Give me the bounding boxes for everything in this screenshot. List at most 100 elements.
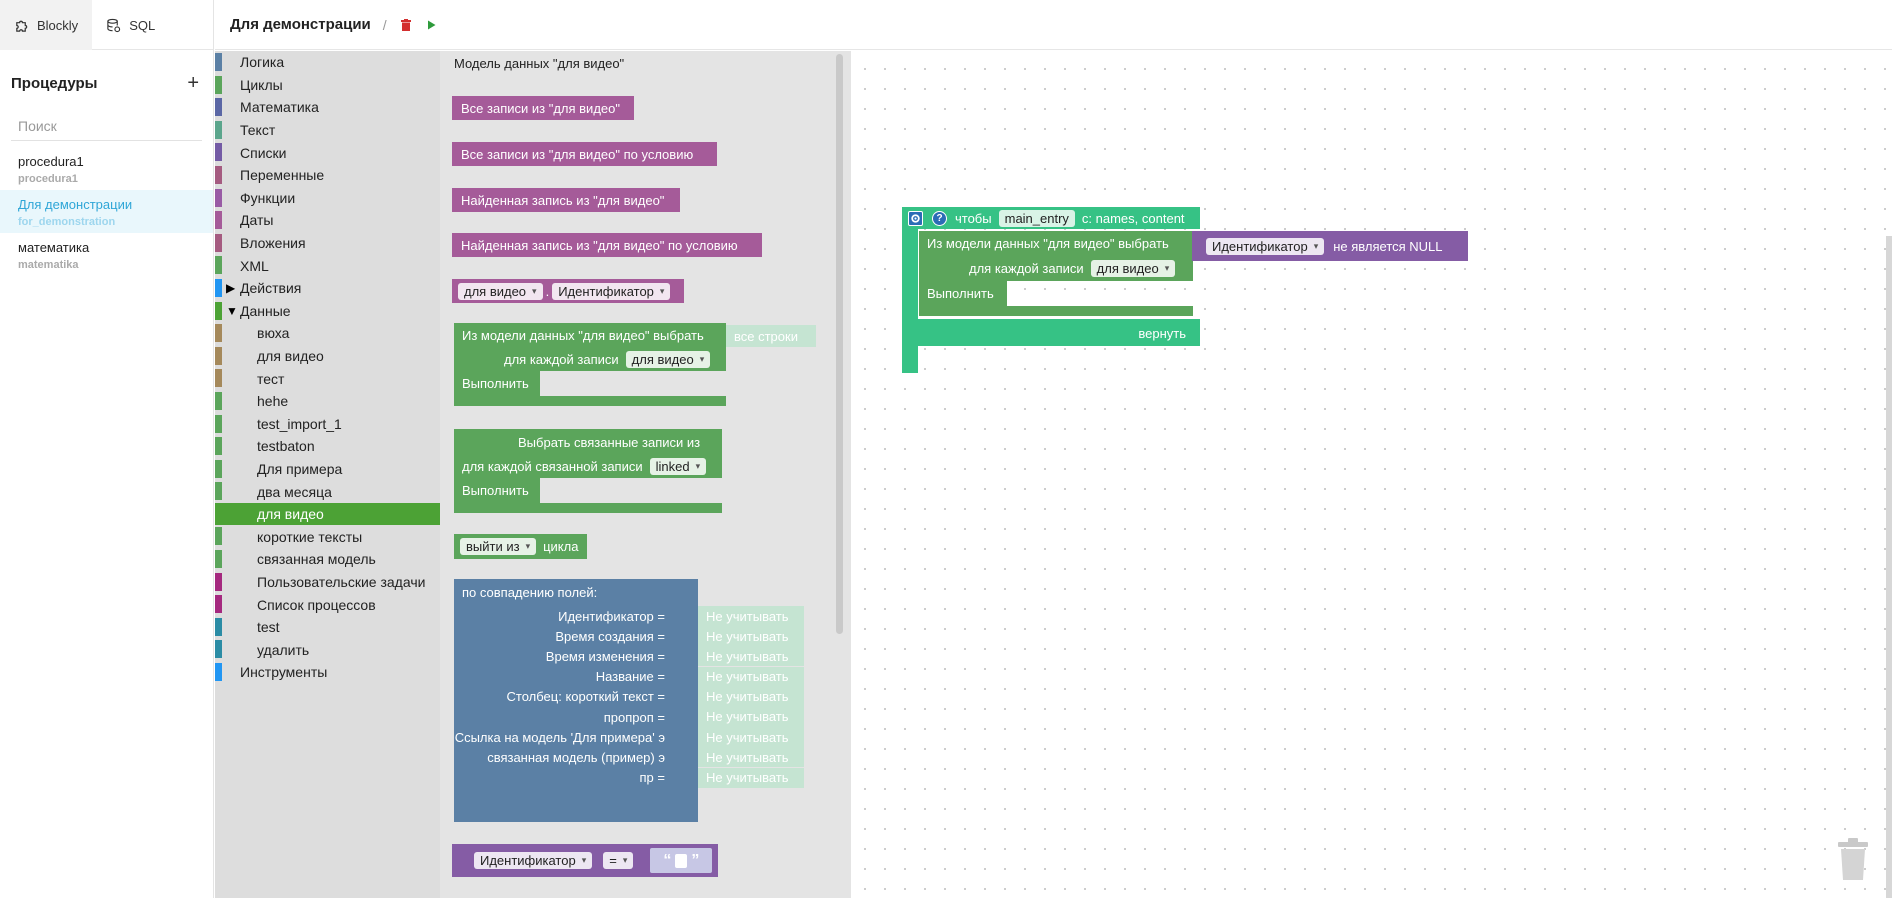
- match-ignore-placeholder[interactable]: Не учитывать: [698, 767, 804, 788]
- toolbox-category[interactable]: Списки: [215, 141, 440, 164]
- match-ignore-placeholder[interactable]: Не учитывать: [698, 727, 804, 748]
- toolbox-category[interactable]: Функции: [215, 187, 440, 210]
- add-procedure-button[interactable]: +: [187, 72, 199, 94]
- foreach-var-dropdown[interactable]: для видео: [625, 351, 711, 368]
- category-label: hehe: [257, 393, 289, 410]
- compare-op-dropdown[interactable]: =: [603, 852, 634, 869]
- block-text: чтобы: [955, 210, 992, 226]
- tab-sql[interactable]: SQL: [92, 0, 169, 50]
- category-label: Данные: [240, 302, 291, 319]
- match-ignore-placeholder[interactable]: Не учитывать: [698, 686, 804, 707]
- toolbox-category[interactable]: Вложения: [215, 232, 440, 255]
- toolbox-category[interactable]: testbaton: [215, 435, 440, 458]
- tab-sql-label: SQL: [129, 17, 156, 33]
- match-ignore-placeholder[interactable]: Не учитывать: [698, 646, 804, 667]
- category-label: test_import_1: [257, 415, 342, 432]
- toolbox-category[interactable]: Даты: [215, 209, 440, 232]
- block-text: Найденная запись из "для видео": [461, 192, 665, 208]
- toolbox-category[interactable]: для видео: [215, 345, 440, 368]
- block-found-record[interactable]: Найденная запись из "для видео": [452, 188, 680, 212]
- toolbox-category[interactable]: Список процессов: [215, 593, 440, 616]
- match-ignore-placeholder[interactable]: Не учитывать: [698, 666, 804, 687]
- toolbox-category[interactable]: Для примера: [215, 458, 440, 481]
- match-field-label: Столбец: короткий текст =: [506, 689, 665, 705]
- toolbox-category[interactable]: XML: [215, 254, 440, 277]
- field-dropdown[interactable]: Идентификатор: [552, 282, 671, 300]
- toolbox-category[interactable]: связанная модель: [215, 548, 440, 571]
- toolbox-category[interactable]: Переменные: [215, 164, 440, 187]
- toolbox-category[interactable]: ▶Действия: [215, 277, 440, 300]
- gear-icon[interactable]: [908, 210, 923, 226]
- trash-can-icon[interactable]: [1836, 838, 1870, 882]
- compare-field-dropdown[interactable]: Идентификатор: [474, 852, 593, 869]
- block-text: не является NULL: [1333, 238, 1443, 254]
- break-dropdown[interactable]: выйти из: [460, 538, 537, 555]
- model-dropdown[interactable]: для видео: [458, 282, 543, 300]
- linked-var-dropdown[interactable]: linked: [649, 458, 707, 475]
- toolbox-category[interactable]: Текст: [215, 119, 440, 142]
- match-ignore-placeholder[interactable]: Не учитывать: [698, 626, 804, 647]
- ws-foreach-var-dropdown[interactable]: для видео: [1090, 260, 1176, 277]
- toolbox-category[interactable]: два месяца: [215, 480, 440, 503]
- tab-blockly[interactable]: Blockly: [0, 0, 93, 50]
- toolbox-category[interactable]: test: [215, 616, 440, 639]
- toolbox-category[interactable]: вюха: [215, 322, 440, 345]
- toolbox-category[interactable]: ▼Данные: [215, 300, 440, 323]
- block-all-records-condition[interactable]: Все записи из "для видео" по условию: [452, 142, 717, 166]
- block-linked-loop-foreach: для каждой связанной записи linked: [454, 455, 722, 478]
- procedure-item-procedura1[interactable]: procedura1 procedura1: [0, 147, 213, 190]
- match-ignore-placeholder[interactable]: Не учитывать: [698, 706, 804, 727]
- toolbox-category[interactable]: короткие тексты: [215, 525, 440, 548]
- flyout-scrollbar[interactable]: [836, 54, 843, 634]
- toolbox-category[interactable]: Циклы: [215, 74, 440, 97]
- model-title-text: Модель данных "для видео": [454, 56, 625, 71]
- search-input[interactable]: [18, 117, 202, 134]
- collapse-arrow-icon[interactable]: ▼: [226, 303, 238, 318]
- block-select-loop[interactable]: Из модели данных "для видео" выбрать: [454, 323, 726, 348]
- run-button[interactable]: [425, 18, 439, 32]
- block-procedure-return: вернуть: [902, 321, 1200, 346]
- block-procedure[interactable]: ? чтобы main_entry с: names, content: [902, 207, 1200, 229]
- toolbox-category[interactable]: тест: [215, 367, 440, 390]
- text-input-block[interactable]: “ ”: [650, 848, 713, 873]
- toolbox-category[interactable]: Математика: [215, 96, 440, 119]
- block-all-records[interactable]: Все записи из "для видео": [452, 96, 634, 120]
- empty-text-field[interactable]: [675, 853, 688, 868]
- block-found-record-condition[interactable]: Найденная запись из "для видео" по услов…: [452, 233, 762, 257]
- ws-cond-field-dropdown[interactable]: Идентификатор: [1206, 237, 1325, 255]
- block-ws-not-null[interactable]: Идентификатор не является NULL: [1192, 231, 1468, 261]
- toolbox-category[interactable]: удалить: [215, 638, 440, 661]
- delete-button[interactable]: [399, 18, 413, 32]
- block-linked-loop[interactable]: Выбрать связанные записи из: [454, 429, 722, 455]
- block-record-field[interactable]: для видео . Идентификатор: [452, 279, 684, 303]
- toolbox-category[interactable]: Логика: [215, 51, 440, 74]
- procedure-name: procedura1: [18, 154, 84, 169]
- category-color-bar: [215, 369, 222, 388]
- procedure-item-matematika[interactable]: математика matematika: [0, 233, 213, 276]
- block-break-loop[interactable]: выйти из цикла: [454, 534, 587, 559]
- procedure-name: Для демонстрации: [18, 197, 133, 212]
- toolbox-category[interactable]: Пользовательские задачи: [215, 571, 440, 594]
- select-rows-placeholder[interactable]: все строки: [726, 325, 816, 347]
- procedure-name-field[interactable]: main_entry: [998, 209, 1075, 227]
- workspace-scrollbar[interactable]: [1886, 236, 1892, 898]
- toolbox-category[interactable]: для видео: [215, 502, 440, 526]
- toolbox-category[interactable]: test_import_1: [215, 413, 440, 436]
- match-ignore-placeholder[interactable]: Не учитывать: [698, 747, 804, 768]
- match-ignore-placeholder[interactable]: Не учитывать: [698, 606, 804, 626]
- category-color-bar: [215, 482, 222, 501]
- block-ws-select[interactable]: Из модели данных "для видео" выбрать: [919, 231, 1193, 256]
- flyout-model-title: Модель данных "для видео": [454, 56, 624, 71]
- blockly-workspace[interactable]: ? чтобы main_entry с: names, content вер…: [851, 51, 1892, 898]
- procedure-item-for-demonstration[interactable]: Для демонстрации for_demonstration: [0, 190, 213, 233]
- block-compare[interactable]: Идентификатор = “ ”: [452, 844, 718, 877]
- toolbox-category[interactable]: Инструменты: [215, 661, 440, 684]
- search-box: [11, 111, 202, 141]
- toolbox-category[interactable]: hehe: [215, 390, 440, 413]
- block-match-fields[interactable]: по совпадению полей: Идентификатор =Не у…: [454, 579, 804, 822]
- help-icon[interactable]: ?: [932, 210, 947, 226]
- expand-arrow-icon[interactable]: ▶: [226, 281, 236, 296]
